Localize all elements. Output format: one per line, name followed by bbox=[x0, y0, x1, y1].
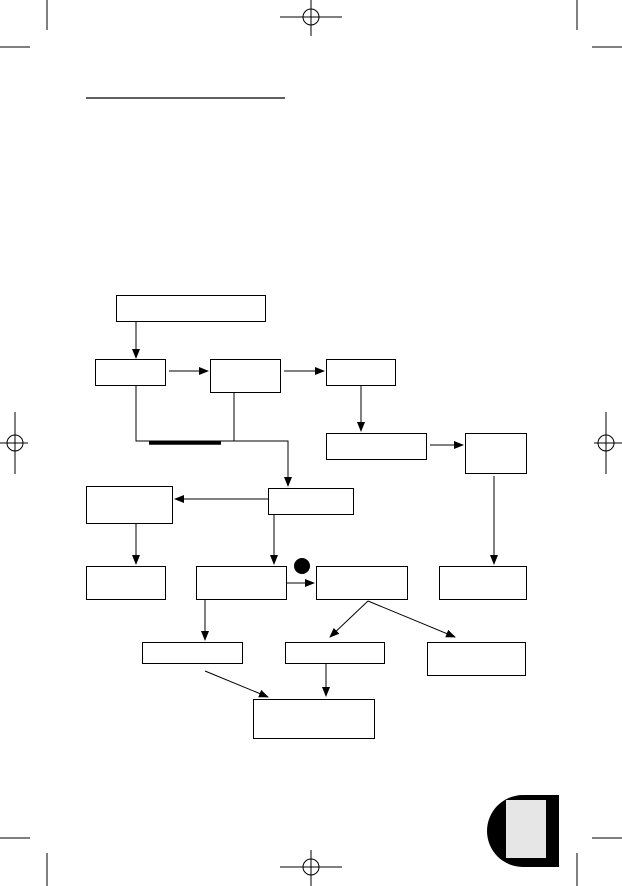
box-row4-b bbox=[196, 566, 287, 600]
box-top-wide bbox=[116, 295, 266, 322]
arrow-row4c-to-row5c bbox=[367, 600, 456, 638]
box-row4-a bbox=[86, 566, 166, 600]
dot-marker bbox=[294, 558, 310, 574]
registration-mark-left bbox=[0, 412, 28, 474]
box-row2-c bbox=[326, 433, 427, 460]
arrow-join-to-row3b bbox=[234, 440, 292, 487]
box-bottom bbox=[253, 699, 375, 739]
box-row4-d bbox=[439, 566, 527, 600]
box-row1-c bbox=[326, 359, 396, 386]
page-tab-highlight bbox=[506, 800, 546, 858]
page-tab bbox=[487, 795, 559, 867]
arrow-row4c-to-row5b bbox=[329, 600, 369, 638]
box-row5-c bbox=[427, 642, 526, 676]
registration-mark-right bbox=[594, 412, 622, 474]
box-row3-b bbox=[268, 488, 354, 515]
connector-join bbox=[135, 386, 235, 442]
box-row4-c bbox=[316, 566, 408, 600]
box-row5-b bbox=[285, 642, 385, 664]
arrow-row5a-to-bottom bbox=[204, 670, 269, 698]
registration-mark-bottom bbox=[280, 850, 342, 886]
box-row5-a bbox=[142, 642, 243, 664]
registration-mark-top bbox=[280, 0, 342, 36]
box-row1-a bbox=[95, 359, 166, 386]
box-row3-a bbox=[86, 486, 173, 524]
box-row2-d bbox=[465, 433, 527, 474]
box-row1-b bbox=[210, 359, 281, 393]
